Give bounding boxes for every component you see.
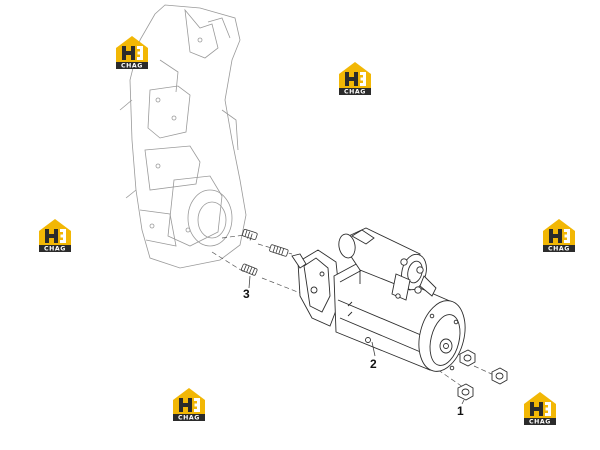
nut-lower: [457, 383, 474, 401]
flywheel-housing-outline: [119, 4, 247, 269]
watermark-logo-4: CHAG: [543, 219, 575, 253]
watermark-text: CHAG: [344, 89, 366, 96]
watermark-text: CHAG: [529, 419, 551, 426]
watermark-text: CHAG: [548, 246, 570, 253]
nut-right: [491, 367, 508, 385]
stud-lower: [241, 263, 258, 276]
nut-upper: [459, 349, 476, 367]
callout-label-1: 1: [457, 404, 464, 418]
watermark-text: CHAG: [44, 246, 66, 253]
watermark-logo-6: CHAG: [524, 392, 556, 426]
watermark-text: CHAG: [121, 63, 143, 70]
stud-upper: [242, 228, 258, 241]
watermark-logo-2: CHAG: [339, 62, 371, 96]
callout-label-3: 3: [243, 287, 250, 301]
watermark-logo-3: CHAG: [39, 219, 71, 253]
starter-motor: [291, 227, 466, 372]
leader-lines: [248, 275, 465, 405]
watermark-logo-1: CHAG: [116, 36, 148, 70]
watermark-text: CHAG: [178, 415, 200, 422]
stud-middle: [269, 244, 289, 257]
callout-label-2: 2: [370, 357, 377, 371]
watermark-logo-5: CHAG: [173, 388, 205, 422]
